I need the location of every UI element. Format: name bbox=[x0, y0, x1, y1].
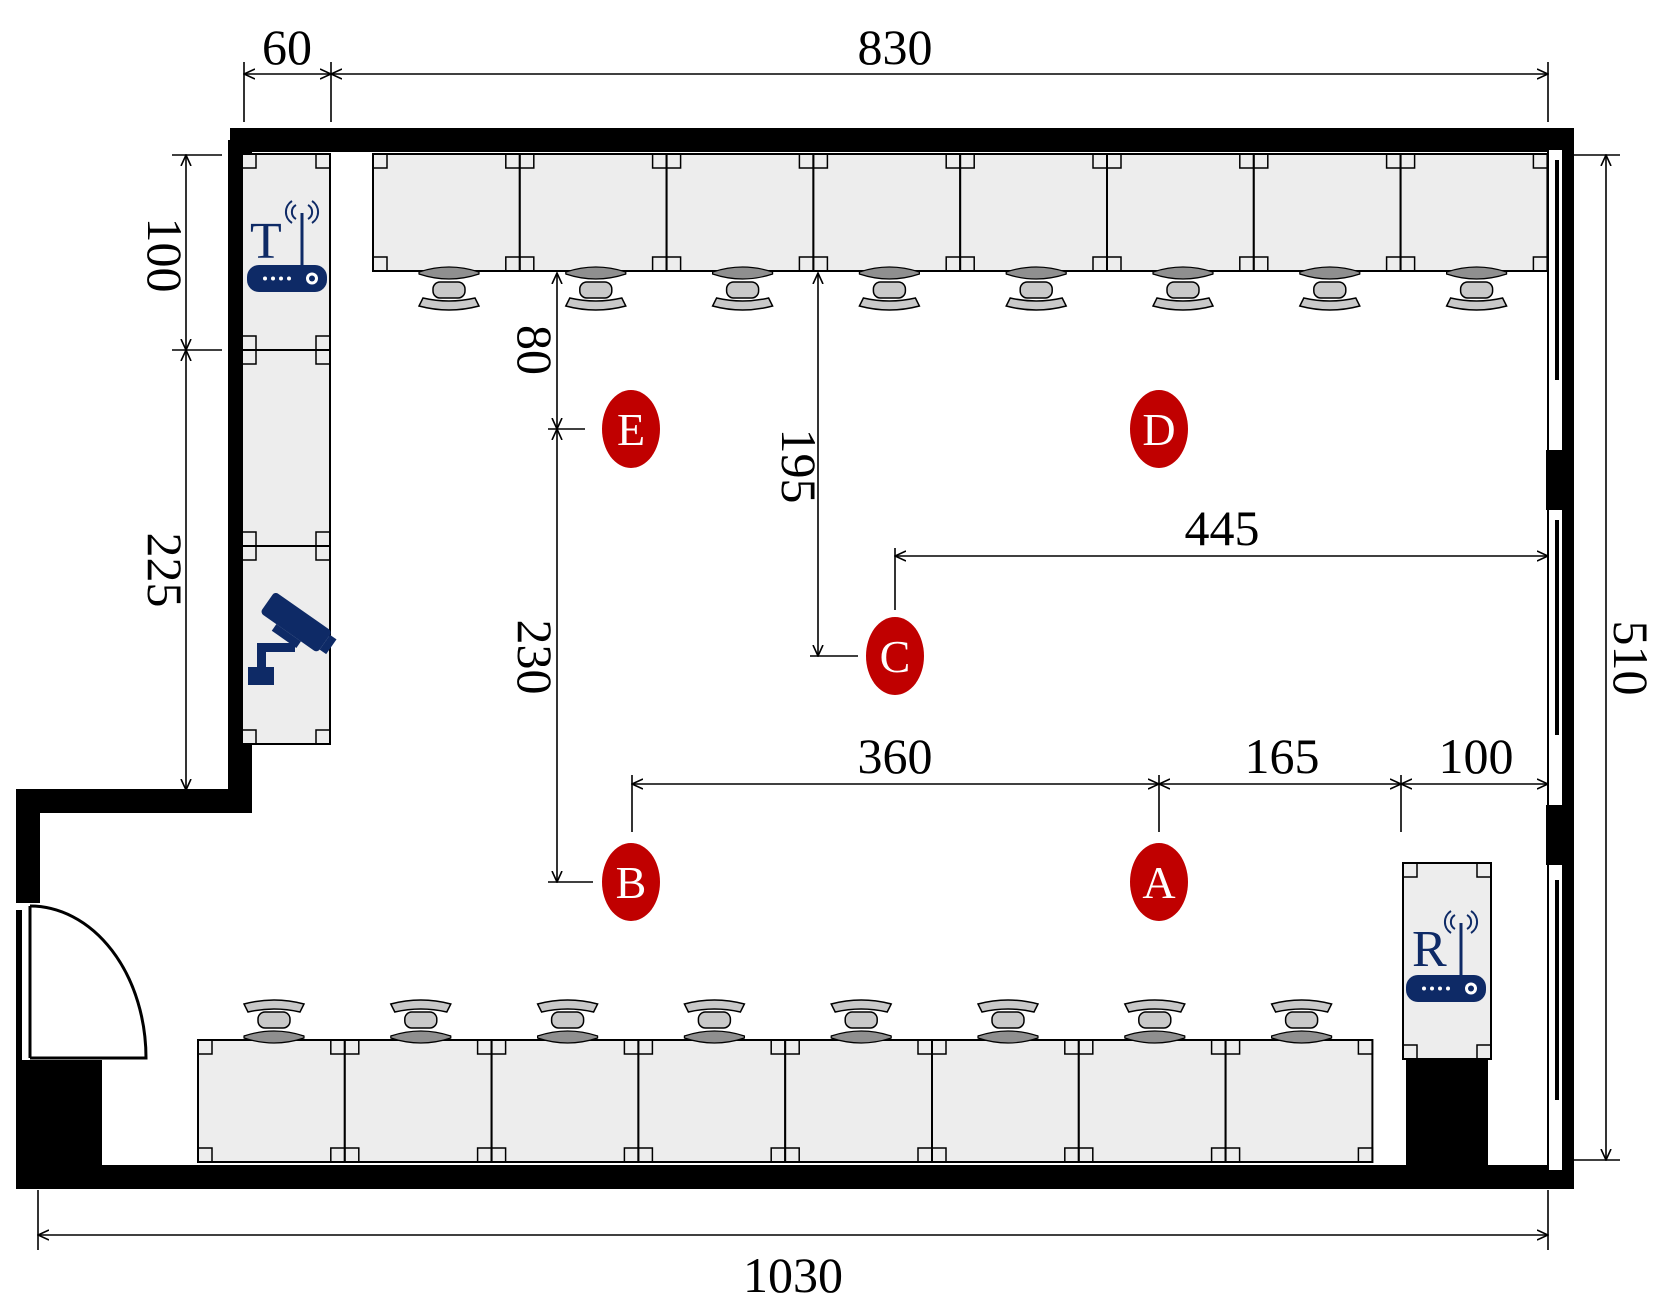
chair bbox=[417, 266, 481, 311]
chair bbox=[1445, 266, 1508, 311]
pillar-left bbox=[20, 1060, 102, 1178]
top-desk bbox=[1399, 153, 1549, 272]
bottom-desk bbox=[784, 1039, 934, 1163]
top-desk bbox=[959, 153, 1109, 272]
point-D[interactable]: D bbox=[1130, 390, 1188, 468]
point-A[interactable]: A bbox=[1130, 843, 1188, 921]
point-C[interactable]: C bbox=[866, 617, 924, 695]
chair bbox=[683, 999, 746, 1044]
point-B-label: B bbox=[616, 857, 647, 908]
dimension-labels: 60 830 100 225 510 80 230 195 445 360 16… bbox=[137, 19, 1659, 1303]
dim-60: 60 bbox=[262, 19, 312, 75]
chair bbox=[1298, 266, 1361, 311]
bottom-desk bbox=[637, 1039, 787, 1163]
pillar-right bbox=[1406, 1060, 1488, 1178]
dimension-lines bbox=[38, 62, 1620, 1250]
dim-830: 830 bbox=[858, 19, 933, 75]
door-swing bbox=[29, 904, 148, 1060]
receiver-label: R bbox=[1412, 921, 1447, 978]
top-desk bbox=[1106, 153, 1255, 272]
dim-100-left: 100 bbox=[137, 218, 193, 293]
top-desk bbox=[372, 153, 521, 272]
receiver-cabinet bbox=[1402, 862, 1492, 1060]
bottom-desk bbox=[931, 1039, 1080, 1163]
router-icon bbox=[1406, 910, 1486, 1002]
chair bbox=[1005, 266, 1068, 311]
point-A-label: A bbox=[1142, 857, 1175, 908]
point-C-label: C bbox=[880, 631, 911, 682]
chair bbox=[858, 266, 921, 311]
point-E[interactable]: E bbox=[602, 390, 660, 468]
router-icon bbox=[247, 200, 327, 292]
chair bbox=[830, 999, 893, 1044]
bottom-desk bbox=[197, 1039, 346, 1163]
top-desk-row bbox=[372, 153, 1549, 272]
receiver-device: R bbox=[1406, 910, 1486, 1002]
dim-225: 225 bbox=[137, 533, 193, 608]
chair bbox=[1123, 999, 1186, 1044]
chair bbox=[564, 266, 627, 311]
chair bbox=[976, 999, 1040, 1044]
shelf-segment bbox=[241, 153, 331, 351]
chair bbox=[536, 999, 599, 1044]
left-step-wall bbox=[16, 140, 252, 903]
dim-445: 445 bbox=[1185, 500, 1260, 556]
shelf-segment bbox=[241, 349, 331, 547]
measurement-points: E D C B A bbox=[602, 390, 1188, 921]
transmitter-label: T bbox=[250, 213, 282, 270]
door bbox=[22, 903, 148, 1060]
transmitter-device: T bbox=[247, 200, 327, 292]
dim-165: 165 bbox=[1245, 728, 1320, 784]
chair bbox=[1270, 999, 1333, 1044]
top-desk bbox=[812, 153, 962, 272]
bottom-desk bbox=[343, 1039, 493, 1163]
point-E-label: E bbox=[617, 404, 645, 455]
bottom-desk-row bbox=[197, 1039, 1374, 1163]
walls bbox=[16, 128, 1574, 1189]
dim-510: 510 bbox=[1603, 621, 1659, 696]
point-D-label: D bbox=[1142, 404, 1175, 455]
dim-195: 195 bbox=[771, 429, 827, 504]
dim-80: 80 bbox=[507, 325, 563, 375]
top-chair-row bbox=[417, 266, 1508, 311]
chair bbox=[1151, 266, 1215, 311]
top-desk bbox=[665, 153, 815, 272]
dim-1030: 1030 bbox=[743, 1247, 843, 1303]
bottom-desk bbox=[1077, 1039, 1227, 1163]
bottom-desk bbox=[1224, 1039, 1374, 1163]
top-desk bbox=[518, 153, 668, 272]
point-B[interactable]: B bbox=[602, 843, 660, 921]
chair bbox=[242, 999, 306, 1044]
dim-100-right: 100 bbox=[1439, 728, 1514, 784]
bottom-desk bbox=[490, 1039, 640, 1163]
top-desk bbox=[1252, 153, 1402, 272]
chair bbox=[389, 999, 452, 1044]
security-camera-icon bbox=[248, 592, 337, 685]
cabinet bbox=[1402, 862, 1492, 1060]
bottom-chair-row bbox=[242, 999, 1333, 1044]
chair bbox=[711, 266, 774, 311]
window bbox=[1546, 150, 1566, 1170]
dim-230: 230 bbox=[507, 620, 563, 695]
left-shelf bbox=[241, 153, 331, 745]
dim-360: 360 bbox=[858, 728, 933, 784]
